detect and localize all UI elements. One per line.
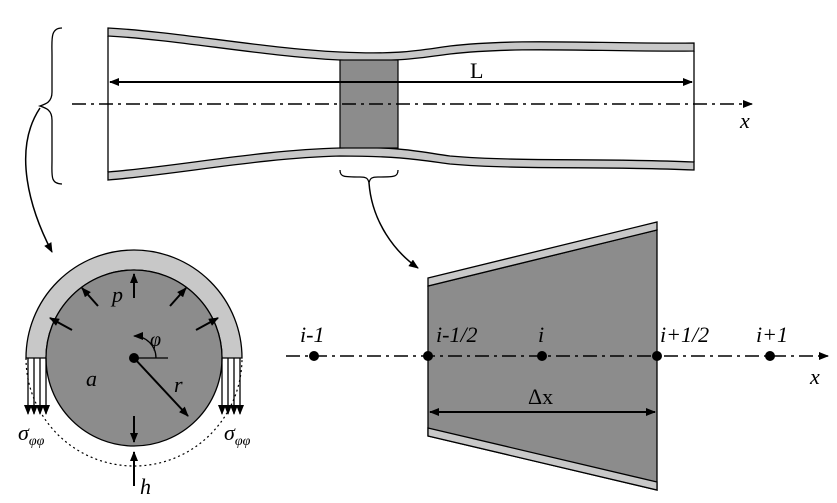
- pressure-arrows: [49, 273, 219, 331]
- node-dot: [765, 351, 775, 361]
- node-label: i-1: [300, 322, 324, 347]
- top-axis-label: x: [739, 108, 750, 133]
- node-dot: [652, 351, 662, 361]
- node-dot: [423, 351, 433, 361]
- stress-subscript-right: φφ: [235, 434, 251, 449]
- tube-brace: [37, 27, 63, 185]
- stress-label-right: σφφ: [224, 420, 251, 449]
- pressure-label: p: [110, 282, 123, 307]
- tube-longitudinal-view: L x: [37, 27, 753, 185]
- angle-label: φ: [150, 329, 161, 351]
- stress-subscript-left: φφ: [29, 434, 45, 449]
- segment-axis-label: x: [809, 364, 820, 389]
- segment-bottom-wall: [427, 427, 658, 491]
- node-label: i+1: [756, 322, 788, 347]
- brace-to-cross-section-arrow: [24, 107, 53, 253]
- cross-section-view: p φ r a h σφφ: [18, 249, 251, 499]
- stress-symbol-left: σ: [18, 420, 30, 445]
- angle-arc: [133, 332, 157, 359]
- node-label: i-1/2: [436, 322, 478, 347]
- node-dot: [537, 351, 547, 361]
- tube-top-wall: [107, 27, 695, 62]
- stress-label-left: σφφ: [18, 420, 45, 449]
- radius-arrow: [133, 357, 189, 417]
- area-label: a: [86, 366, 97, 391]
- segment-detail-view: x i-1 i-1/2 i i+1/2 i+1 Δx: [286, 221, 829, 491]
- node-label: i: [538, 322, 544, 347]
- segment-to-detail-arrow: [368, 182, 419, 269]
- stress-arrows-right: [218, 358, 244, 415]
- spacing-label: Δx: [528, 384, 553, 409]
- length-label: L: [470, 58, 483, 83]
- tube-bottom-wall: [107, 146, 695, 181]
- thickness-label: h: [140, 474, 151, 499]
- radius-label: r: [174, 372, 183, 397]
- node-dot: [309, 351, 319, 361]
- node-points: [309, 351, 775, 361]
- segment-top-wall: [427, 221, 658, 287]
- stress-symbol-right: σ: [224, 420, 236, 445]
- node-label: i+1/2: [660, 322, 709, 347]
- stress-arrows-left: [24, 358, 50, 415]
- segment-brace: [339, 169, 399, 184]
